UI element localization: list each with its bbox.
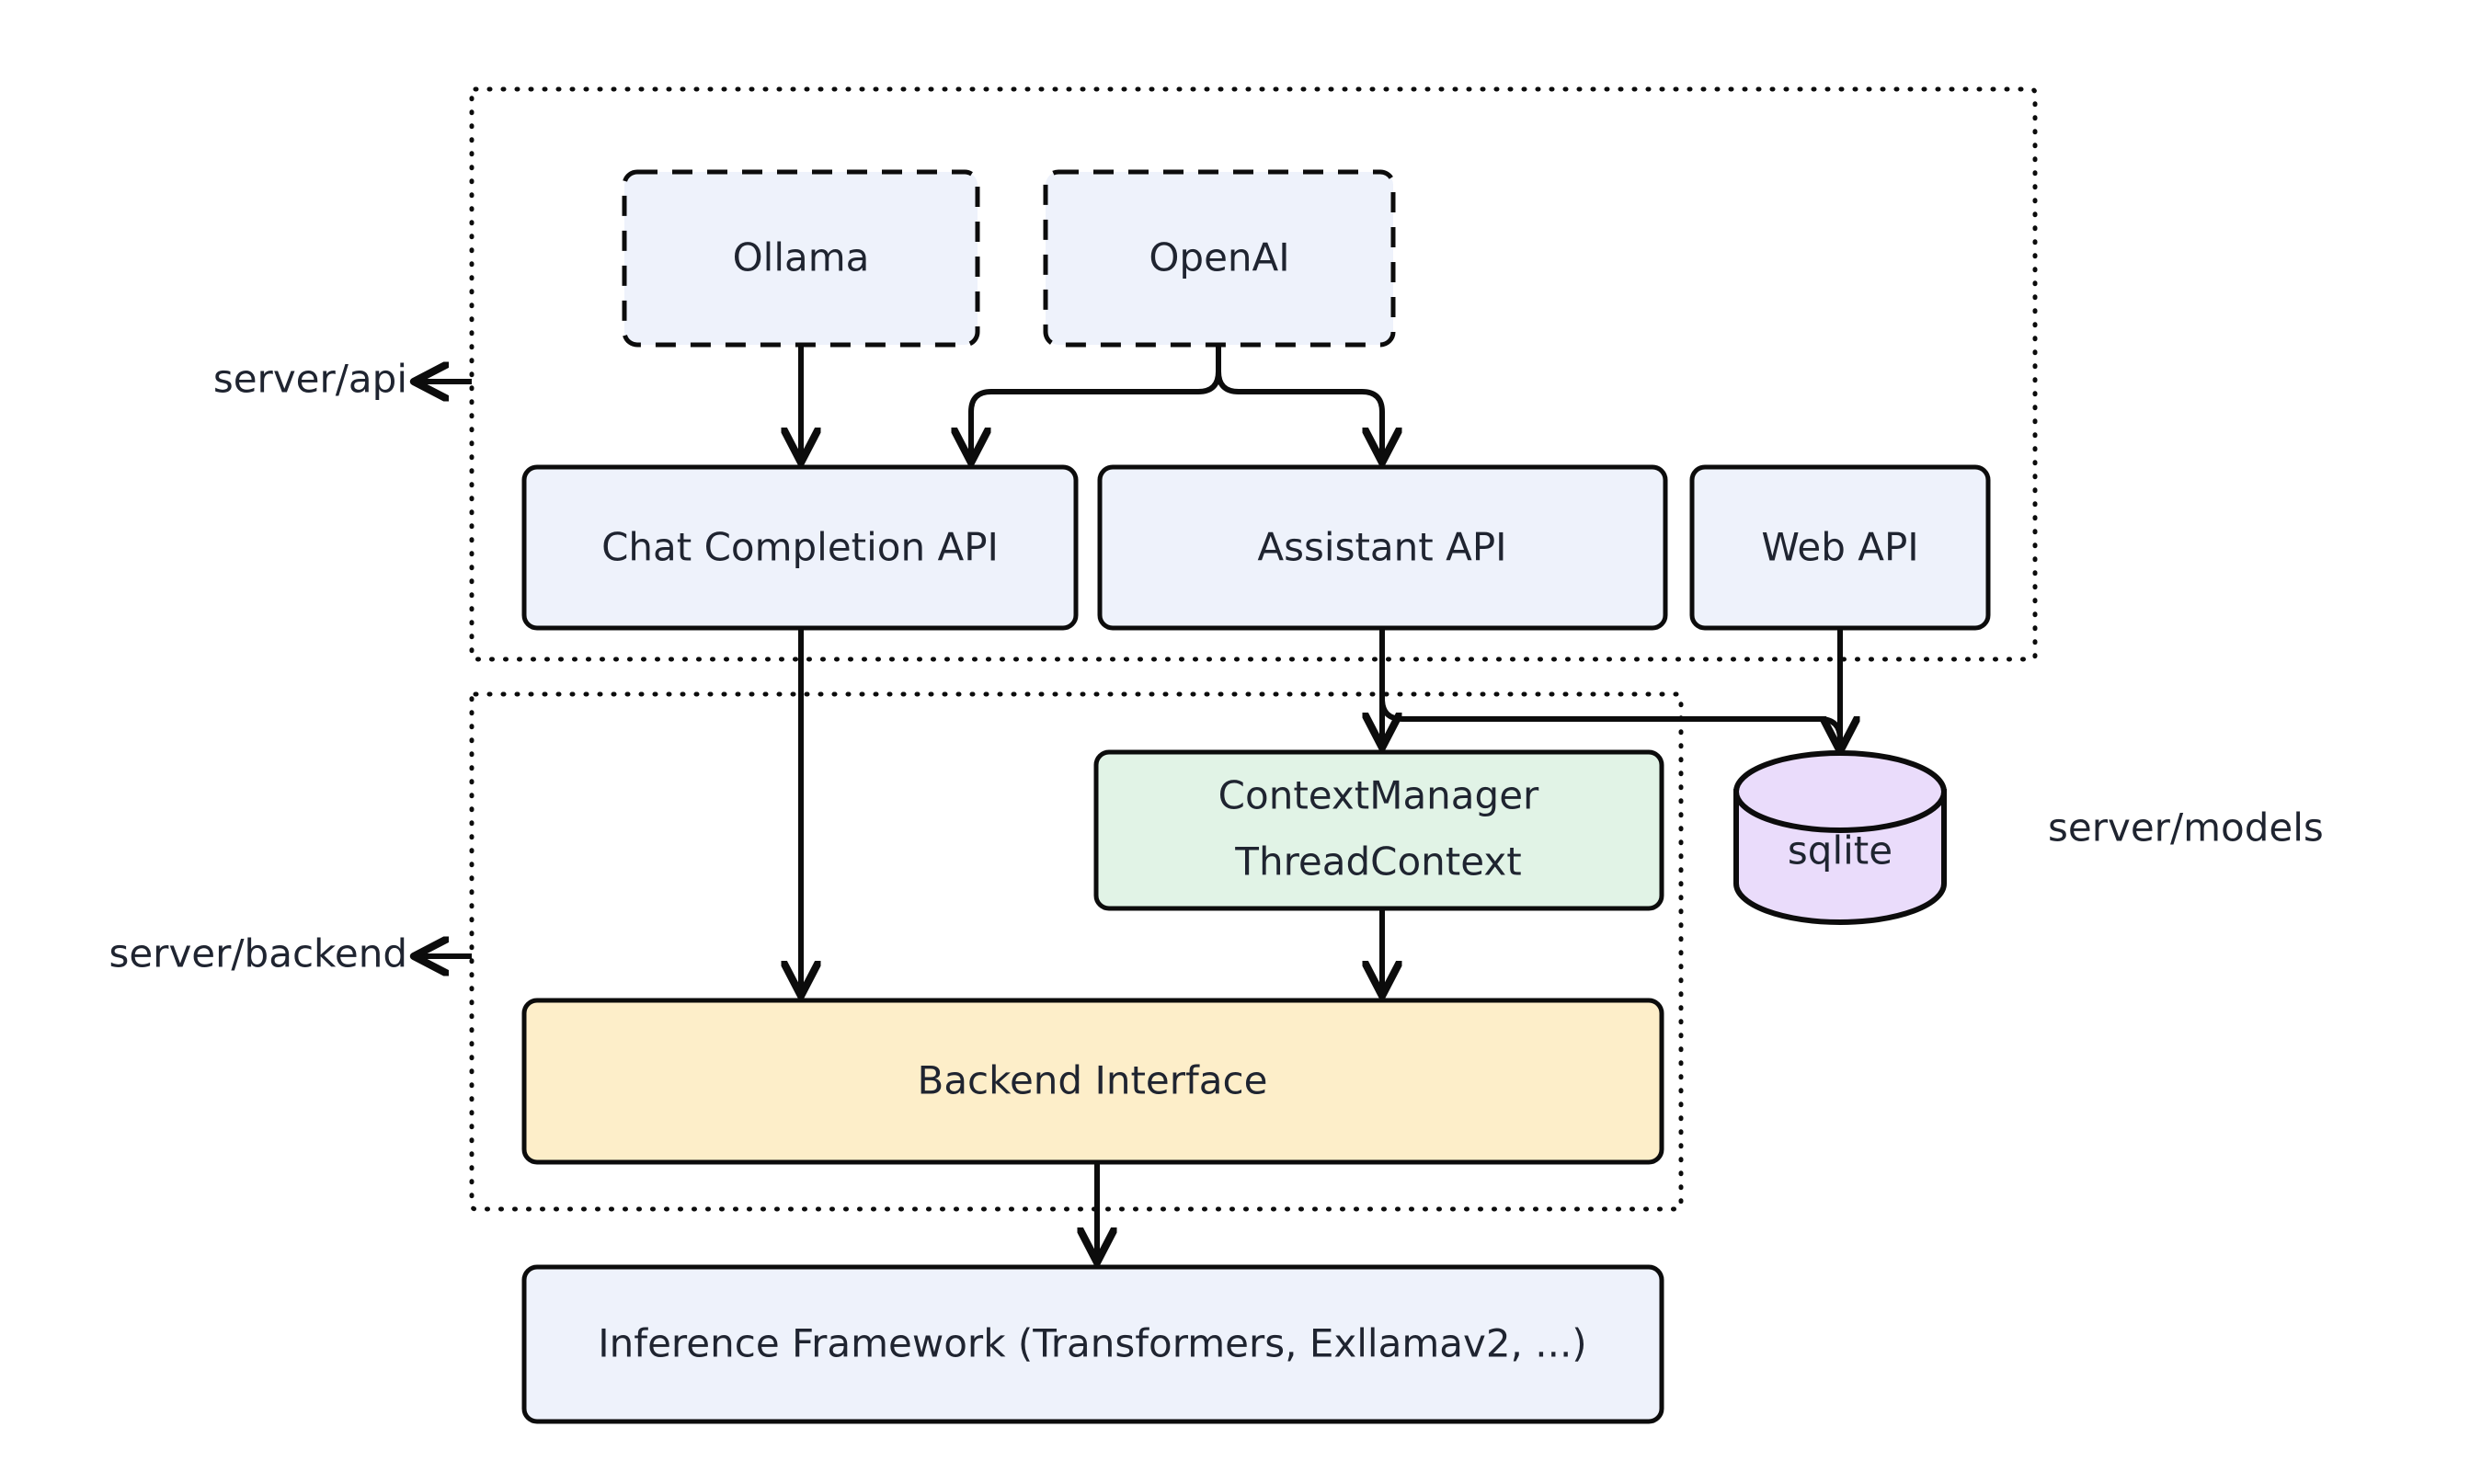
group-container-server-backend [469, 691, 1684, 1212]
node-sqlite[interactable]: sqlite [1733, 750, 1947, 925]
node-label-assistant-api: Assistant API [1257, 525, 1506, 570]
node-label-openai: OpenAI [1149, 235, 1289, 280]
group-container-server-api [469, 86, 2038, 662]
node-label-inference-framework: Inference Framework (Transformers, Exlla… [598, 1321, 1586, 1366]
node-label-context-manager-line2: ThreadContext [1234, 839, 1521, 885]
node-context-manager[interactable]: ContextManager ThreadContext [1093, 749, 1664, 911]
edge-assistant-api-to-sqlite [1379, 628, 1843, 747]
node-chat-completion-api[interactable]: Chat Completion API [521, 464, 1079, 631]
node-label-chat-completion-api: Chat Completion API [601, 525, 999, 570]
node-openai[interactable]: OpenAI [1043, 169, 1396, 348]
node-web-api[interactable]: Web API [1689, 464, 1991, 631]
node-label-context-manager-line1: ContextManager [1218, 773, 1539, 818]
node-label-ollama: Ollama [733, 235, 870, 280]
edge-openai-to-chat-completion-api [971, 345, 1221, 458]
node-label-web-api: Web API [1761, 525, 1918, 570]
node-inference-framework[interactable]: Inference Framework (Transformers, Exlla… [521, 1264, 1664, 1424]
node-ollama[interactable]: Ollama [622, 169, 980, 348]
node-label-sqlite: sqlite [1788, 828, 1893, 873]
node-backend-interface[interactable]: Backend Interface [521, 998, 1664, 1165]
node-assistant-api[interactable]: Assistant API [1097, 464, 1668, 631]
node-label-backend-interface: Backend Interface [918, 1058, 1268, 1103]
group-label-server-api: server/api [213, 357, 407, 402]
group-label-server-backend: server/backend [109, 931, 407, 976]
group-label-server-models: server/models [2048, 805, 2324, 850]
edge-openai-to-assistant-api [1216, 345, 1382, 458]
